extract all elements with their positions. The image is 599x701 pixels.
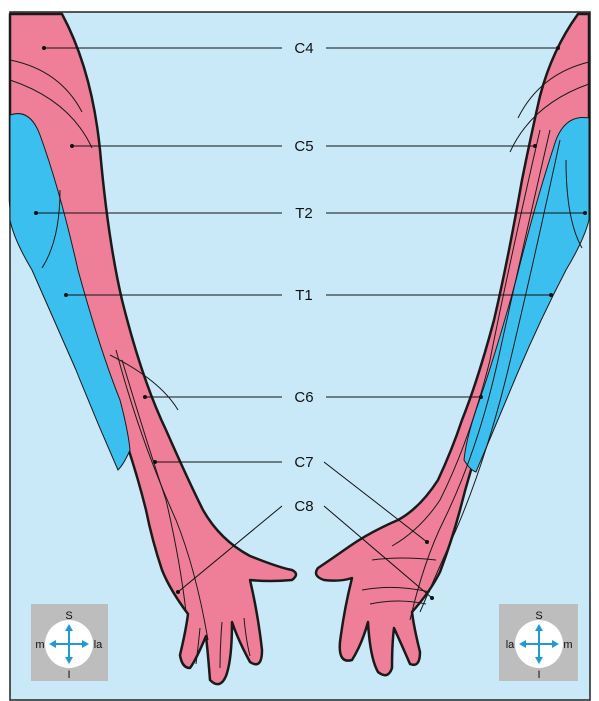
compass-left-i: I xyxy=(67,669,70,681)
label-c7: C7 xyxy=(294,454,313,471)
compass-right-i: I xyxy=(537,669,540,681)
compass-left: S I m la xyxy=(31,604,108,681)
compass-right: S I la m xyxy=(499,604,578,681)
label-c5: C5 xyxy=(294,138,313,155)
compass-left-m: m xyxy=(35,639,44,651)
label-c6: C6 xyxy=(294,389,313,406)
compass-right-la: la xyxy=(506,639,515,651)
label-c4: C4 xyxy=(294,40,313,57)
label-t2: T2 xyxy=(295,205,313,222)
compass-right-m: m xyxy=(563,639,572,651)
compass-left-la: la xyxy=(94,639,103,651)
label-c8: C8 xyxy=(294,498,313,515)
label-t1: T1 xyxy=(295,287,313,304)
compass-left-s: S xyxy=(65,610,72,622)
compass-right-s: S xyxy=(535,610,542,622)
